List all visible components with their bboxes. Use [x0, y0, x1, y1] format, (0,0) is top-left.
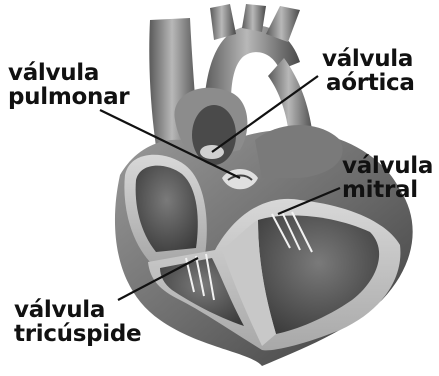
brachiocephalic-artery: [210, 4, 236, 40]
tricuspid-valve-label: válvula tricúspide: [14, 298, 141, 346]
aortic-valve-label: válvula aórtica: [322, 47, 415, 95]
mitral-valve-label: válvula mitral: [342, 154, 433, 202]
left-carotid-artery: [242, 4, 266, 32]
pulmonary-valve-label: válvula pulmonar: [8, 61, 129, 109]
